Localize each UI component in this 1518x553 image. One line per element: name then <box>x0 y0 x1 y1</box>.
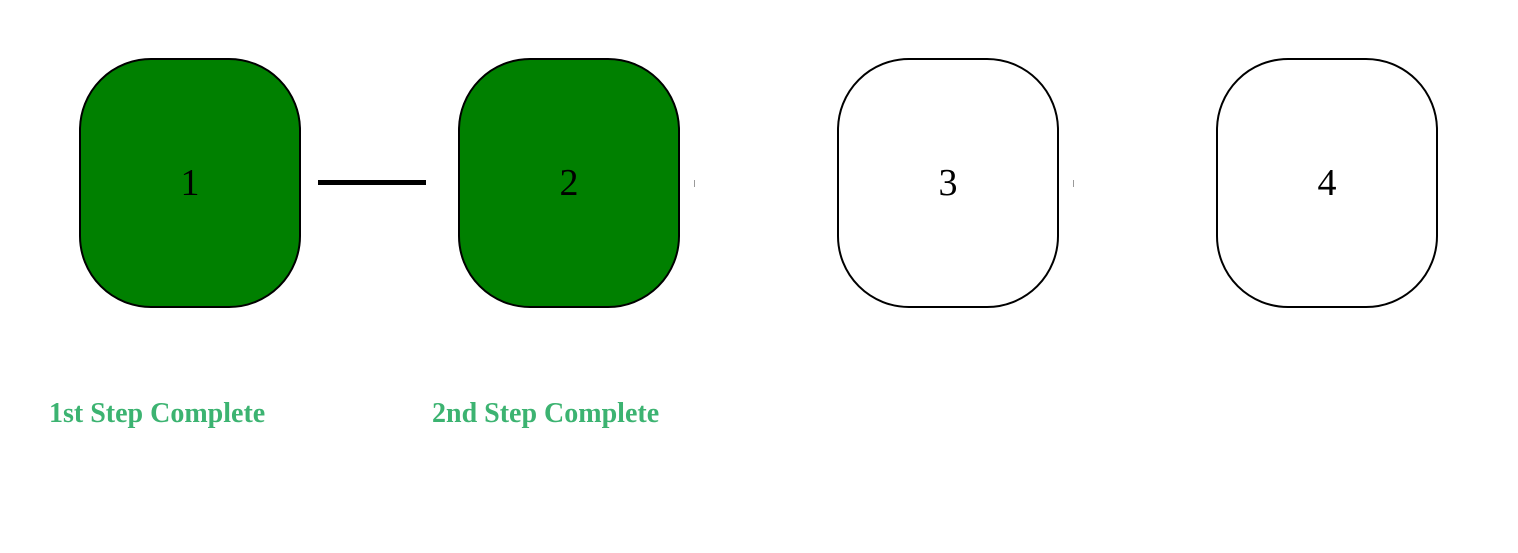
connector-step-1-2 <box>318 180 426 185</box>
connector-step-3-4 <box>1073 180 1074 187</box>
step-1-number: 1 <box>180 162 200 204</box>
step-3-number: 3 <box>938 162 958 204</box>
step-3-circle: 3 <box>837 58 1059 308</box>
step-4-number: 4 <box>1317 162 1337 204</box>
step-2-circle: 2 <box>458 58 680 308</box>
step-2-status-label: 2nd Step Complete <box>432 398 660 429</box>
step-4-circle: 4 <box>1216 58 1438 308</box>
step-2-number: 2 <box>559 162 579 204</box>
connector-step-2-3 <box>694 180 695 187</box>
step-1-circle: 1 <box>79 58 301 308</box>
step-1-status-label: 1st Step Complete <box>49 398 266 429</box>
